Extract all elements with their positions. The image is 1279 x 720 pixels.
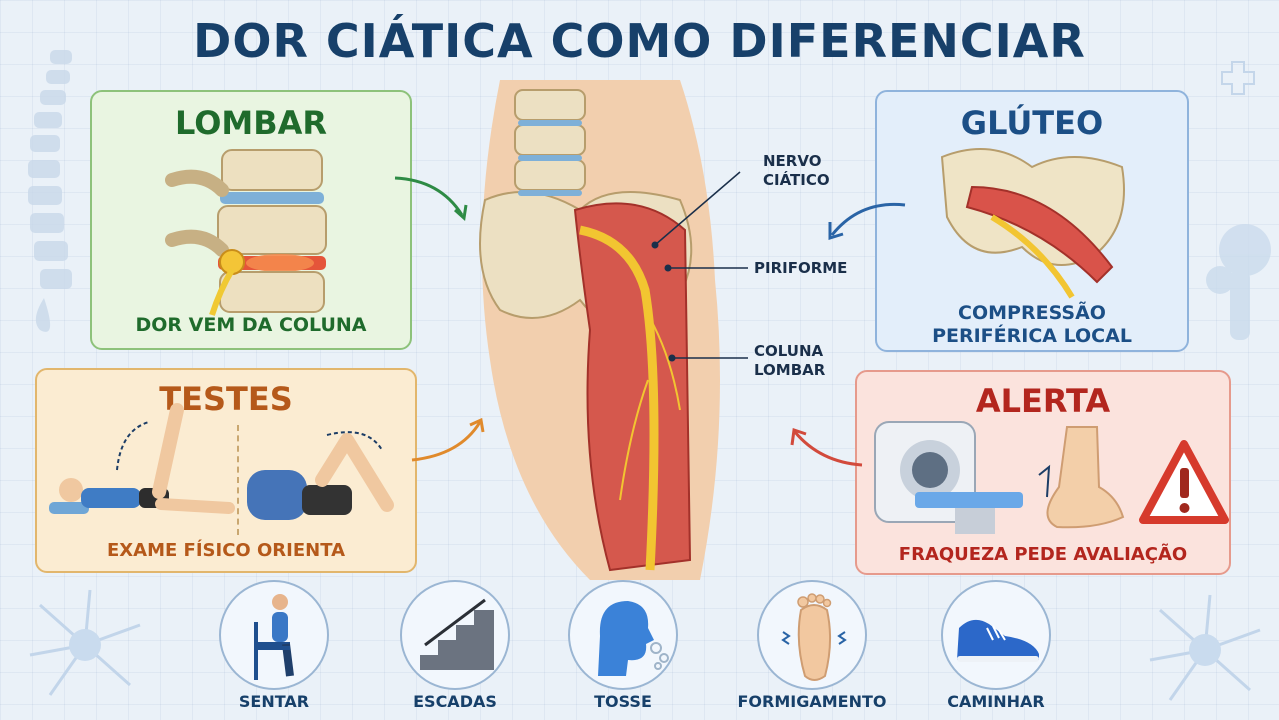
tingling-foot-icon: [781, 593, 847, 681]
gluteo-heading: GLÚTEO: [960, 104, 1104, 142]
callout-nervo-line1: NERVO: [763, 152, 822, 170]
page-title: DOR CIÁTICA COMO DIFERENCIAR: [193, 14, 1086, 68]
panel-lombar: LOMBAR DOR VEM DA COLUNA: [90, 90, 412, 350]
callout-nervo-ciatico: NERVO CIÁTICO: [763, 152, 830, 190]
activity-escadas-label: ESCADAS: [413, 692, 497, 711]
gluteo-caption-line1: COMPRESSÃO: [958, 302, 1106, 324]
slump-test-illustration: [247, 431, 394, 520]
plus-watermark-icon: [1221, 61, 1255, 95]
piriformis-illustration: [940, 148, 1125, 299]
lumbar-disc-illustration: [165, 149, 327, 316]
panel-gluteo: GLÚTEO COMPRESSÃO PERIFÉRICA LOCAL: [875, 90, 1189, 352]
activity-caminhar: [941, 580, 1051, 690]
neuron-right-icon: [1149, 594, 1261, 701]
activity-formigamento: [757, 580, 867, 690]
callout-coluna-lombar: COLUNA LOMBAR: [754, 342, 825, 380]
panel-alerta: ALERTA FRAQUEZA PEDE AVALIAÇÃO: [855, 370, 1231, 575]
testes-caption: EXAME FÍSICO ORIENTA: [106, 540, 346, 561]
testes-divider: [237, 425, 239, 535]
warning-triangle-icon: [1139, 440, 1229, 524]
callout-piriforme: PIRIFORME: [754, 259, 848, 277]
neuron-left-icon: [29, 589, 141, 696]
mri-scanner-icon: [874, 421, 1023, 534]
hip-watermark-icon: [1206, 224, 1271, 340]
activity-caminhar-label: CAMINHAR: [947, 692, 1045, 711]
callout-coluna-line2: LOMBAR: [754, 361, 826, 379]
person-sitting-icon: [254, 594, 294, 680]
hip-anatomy-illustration: [479, 80, 720, 580]
activity-escadas: [400, 580, 510, 690]
cough-icon: [598, 601, 669, 676]
callout-coluna-line1: COLUNA: [754, 342, 824, 360]
activity-formigamento-label: FORMIGAMENTO: [737, 692, 887, 711]
activity-sentar-label: SENTAR: [238, 692, 310, 711]
activity-tosse-label: TOSSE: [594, 692, 652, 711]
alerta-caption: FRAQUEZA PEDE AVALIAÇÃO: [898, 544, 1188, 565]
gluteo-caption-line2: PERIFÉRICA LOCAL: [932, 325, 1132, 347]
alerta-heading: ALERTA: [975, 382, 1111, 420]
foot-drop-icon: [1038, 426, 1125, 529]
callout-nervo-line2: CIÁTICO: [763, 171, 830, 189]
straight-leg-raise-illustration: [49, 403, 235, 514]
activity-sentar: [219, 580, 329, 690]
lombar-caption: DOR VEM DA COLUNA: [135, 314, 367, 336]
spine-watermark-icon: [28, 50, 72, 332]
stairs-icon: [420, 598, 494, 670]
activity-tosse: [568, 580, 678, 690]
panel-testes: TESTES EXAME FÍSICO ORIENTA: [35, 368, 417, 573]
sneaker-icon: [957, 619, 1039, 662]
lombar-heading: LOMBAR: [174, 104, 328, 142]
